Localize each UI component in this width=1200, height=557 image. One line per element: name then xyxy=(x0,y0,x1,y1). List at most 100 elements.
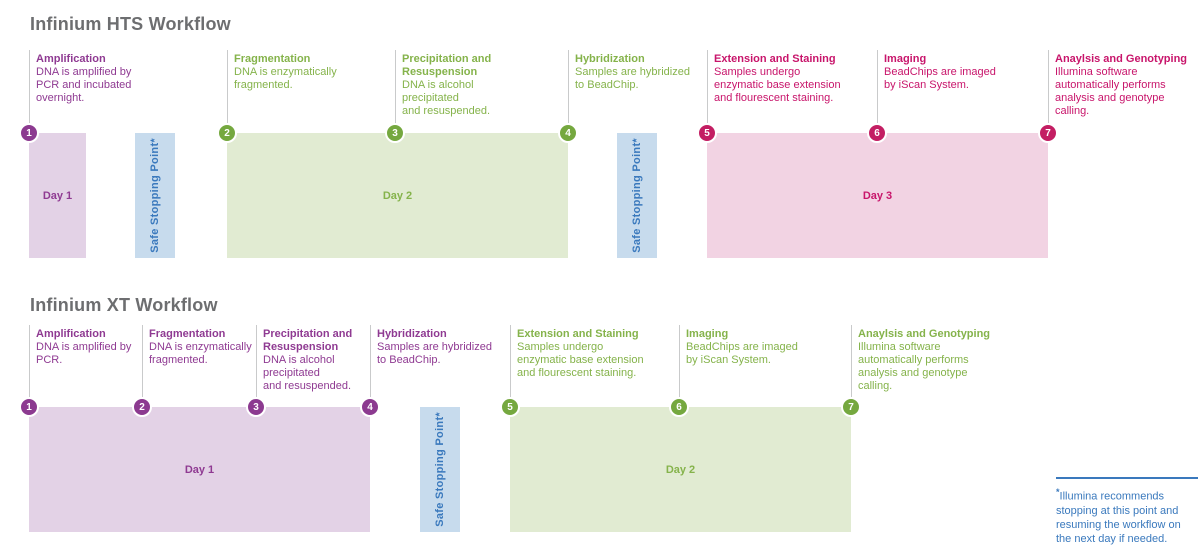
footnote-text: Illumina recommends stopping at this poi… xyxy=(1056,490,1181,545)
step-connector-line xyxy=(707,50,708,124)
step-connector-line xyxy=(568,50,569,124)
footnote: *Illumina recommends stopping at this po… xyxy=(1056,477,1198,546)
step-title: Imaging xyxy=(884,53,927,65)
step-description: DNA is enzymatically fragmented. xyxy=(234,66,337,91)
step-description: DNA is amplified by PCR. xyxy=(36,341,132,366)
step-connector-line xyxy=(29,325,30,398)
step-title: Hybridization xyxy=(377,328,447,340)
step-connector-line xyxy=(29,50,30,124)
step-description: Samples are hybridized to BeadChip. xyxy=(575,66,690,91)
step-description: DNA is alcohol precipitated and resuspen… xyxy=(402,79,491,117)
step-number: 7 xyxy=(1045,127,1051,139)
stopping-point-label: Safe Stopping Point* xyxy=(631,138,643,253)
step-title: Anaylsis and Genotyping xyxy=(858,328,991,340)
step-circle: 3 xyxy=(385,123,405,143)
step-circle: 2 xyxy=(132,397,152,417)
step-number: 6 xyxy=(874,127,880,139)
stopping-point-label: Safe Stopping Point* xyxy=(149,138,161,253)
step-description: DNA is amplified by PCR and incubated ov… xyxy=(36,66,132,104)
step-number: 4 xyxy=(367,401,373,413)
step-title: Precipitation and Resuspension xyxy=(263,328,353,353)
step-number: 2 xyxy=(224,127,230,139)
step-description: Samples undergo enzymatic base extension… xyxy=(517,341,644,379)
step-circle: 7 xyxy=(841,397,861,417)
step-circle: 6 xyxy=(669,397,689,417)
stopping-point-block: Safe Stopping Point* xyxy=(617,133,657,258)
step-title: Amplification xyxy=(36,53,106,65)
step-description: Samples undergo enzymatic base extension… xyxy=(714,66,841,104)
step-number: 4 xyxy=(565,127,571,139)
step-circle: 2 xyxy=(217,123,237,143)
step-description: Samples are hybridized to BeadChip. xyxy=(377,341,492,366)
step-description: BeadChips are imaged by iScan System. xyxy=(686,341,798,366)
workflow-xt-title: Infinium XT Workflow xyxy=(30,295,218,315)
step-description: DNA is alcohol precipitated and resuspen… xyxy=(263,354,352,392)
step-title: Fragmentation xyxy=(149,328,226,340)
step-title: Hybridization xyxy=(575,53,645,65)
step-circle: 7 xyxy=(1038,123,1058,143)
step-circle: 5 xyxy=(500,397,520,417)
day-label: Day 3 xyxy=(862,189,893,202)
step-connector-line xyxy=(142,325,143,398)
stopping-point-label: Safe Stopping Point* xyxy=(434,412,446,527)
step-circle: 4 xyxy=(558,123,578,143)
step-number: 3 xyxy=(392,127,398,139)
step-number: 5 xyxy=(704,127,710,139)
step-connector-line xyxy=(227,50,228,124)
day-label: Day 2 xyxy=(665,463,696,476)
step-number: 1 xyxy=(26,127,32,139)
step-title: Imaging xyxy=(686,328,729,340)
step-title: Extension and Staining xyxy=(714,53,836,65)
step-connector-line xyxy=(1048,50,1049,124)
footnote-asterisk: * xyxy=(1056,487,1060,497)
day-block: Day 2 xyxy=(510,407,851,532)
step-connector-line xyxy=(370,325,371,398)
step-circle: 1 xyxy=(19,397,39,417)
day-block: Day 1 xyxy=(29,407,370,532)
day-label: Day 1 xyxy=(184,463,215,476)
step-description: Illumina software automatically performs… xyxy=(858,341,969,392)
workflow-hts-title: Infinium HTS Workflow xyxy=(30,14,231,34)
step-number: 5 xyxy=(507,401,513,413)
day-label: Day 2 xyxy=(382,189,413,202)
step-description: DNA is enzymatically fragmented. xyxy=(149,341,252,366)
step-description: Illumina software automatically performs… xyxy=(1055,66,1166,117)
step-title: Fragmentation xyxy=(234,53,311,65)
step-number: 6 xyxy=(676,401,682,413)
step-circle: 3 xyxy=(246,397,266,417)
step-number: 2 xyxy=(139,401,145,413)
step-connector-line xyxy=(877,50,878,124)
step-description: BeadChips are imaged by iScan System. xyxy=(884,66,996,91)
step-circle: 1 xyxy=(19,123,39,143)
step-title: Extension and Staining xyxy=(517,328,639,340)
stopping-point-block: Safe Stopping Point* xyxy=(135,133,175,258)
step-connector-line xyxy=(395,50,396,124)
day-label: Day 1 xyxy=(42,189,73,202)
step-circle: 5 xyxy=(697,123,717,143)
step-connector-line xyxy=(851,325,852,398)
day-block: Day 1 xyxy=(29,133,86,258)
step-circle: 6 xyxy=(867,123,887,143)
day-block: Day 2 xyxy=(227,133,568,258)
step-number: 1 xyxy=(26,401,32,413)
step-connector-line xyxy=(679,325,680,398)
step-number: 7 xyxy=(848,401,854,413)
step-connector-line xyxy=(256,325,257,398)
step-title: Amplification xyxy=(36,328,106,340)
step-number: 3 xyxy=(253,401,259,413)
step-circle: 4 xyxy=(360,397,380,417)
